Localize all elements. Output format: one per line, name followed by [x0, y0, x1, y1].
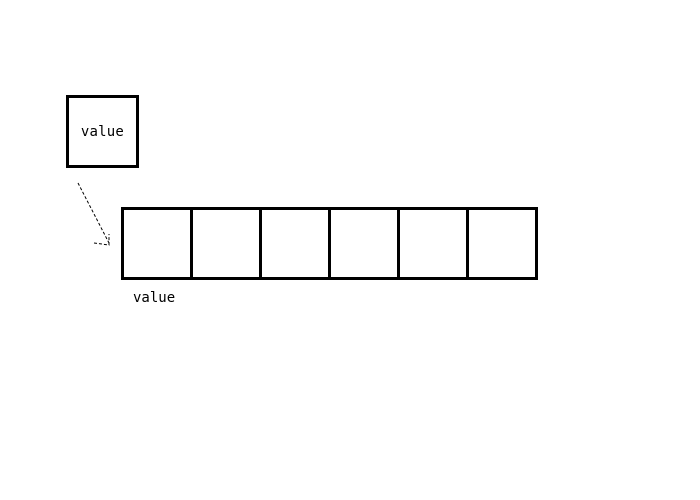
arrow-head [93, 234, 110, 246]
source-value-box: value [66, 95, 139, 168]
array-cell [124, 210, 193, 277]
array-cell [469, 210, 538, 277]
array-cell [193, 210, 262, 277]
array-row [121, 207, 538, 280]
array-value-label: value [133, 290, 176, 306]
source-value-label: value [80, 123, 125, 140]
array-cell [262, 210, 331, 277]
array-cell [400, 210, 469, 277]
arrow-shaft [77, 182, 110, 244]
array-cell [331, 210, 400, 277]
